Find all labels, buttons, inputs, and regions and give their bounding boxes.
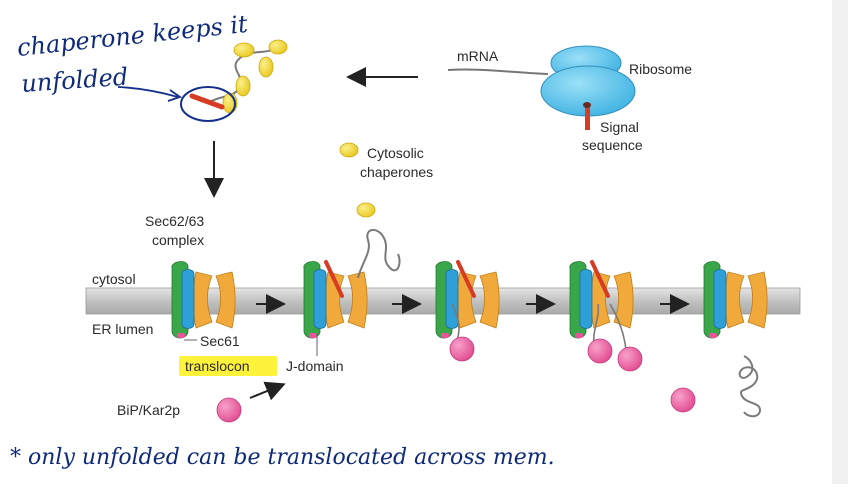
mrna-label: mRNA	[457, 48, 499, 64]
bip-icon	[670, 387, 696, 413]
cytosolic-label: Cytosolic	[367, 145, 424, 161]
bip-icon	[617, 346, 643, 372]
handwritten-arrow-icon	[117, 86, 179, 98]
ribosome-label: Ribosome	[629, 61, 692, 77]
translocon-highlight	[179, 356, 277, 376]
bip-icon	[587, 338, 613, 364]
bip-icon	[216, 397, 242, 423]
folded-protein	[738, 355, 762, 418]
bip-label: BiP/Kar2p	[117, 402, 180, 418]
translocon-icon	[703, 261, 768, 339]
cytosolic-label: chaperones	[360, 164, 433, 180]
chaperone-bound-protein	[189, 39, 288, 114]
handwritten-circle	[180, 86, 236, 122]
sec6263-label: Sec62/63	[145, 213, 204, 229]
polypeptide-chain	[609, 303, 627, 351]
handwritten-note: chaperone keeps it	[16, 10, 250, 62]
window-edge	[832, 0, 848, 484]
handwritten-note: unfolded	[20, 63, 129, 98]
translocon-icon	[435, 260, 500, 339]
translocon-icon	[171, 261, 236, 339]
translocon-row	[171, 260, 768, 339]
chaperone-icon	[339, 142, 359, 158]
signal-label: Signal	[600, 119, 639, 135]
sec61-label: Sec61	[200, 333, 240, 349]
translocon-icon	[303, 260, 368, 339]
signal-label: sequence	[582, 137, 643, 153]
ribosome-icon	[447, 45, 636, 130]
er-lumen-label: ER lumen	[92, 321, 153, 337]
bip-icon	[449, 336, 475, 362]
polypeptide-chain	[357, 229, 401, 279]
handwritten-footnote: * only unfolded can be translocated acro…	[10, 445, 555, 470]
chaperone-icon	[356, 202, 376, 218]
handwritten-arrow-icon	[167, 89, 182, 102]
arrow-icon	[249, 381, 286, 401]
translocon-icon	[569, 260, 634, 339]
cytosol-label: cytosol	[92, 271, 136, 287]
jdomain-label: J-domain	[286, 358, 344, 374]
translocon-label: translocon	[185, 358, 250, 374]
sec6263-label: complex	[152, 232, 204, 248]
